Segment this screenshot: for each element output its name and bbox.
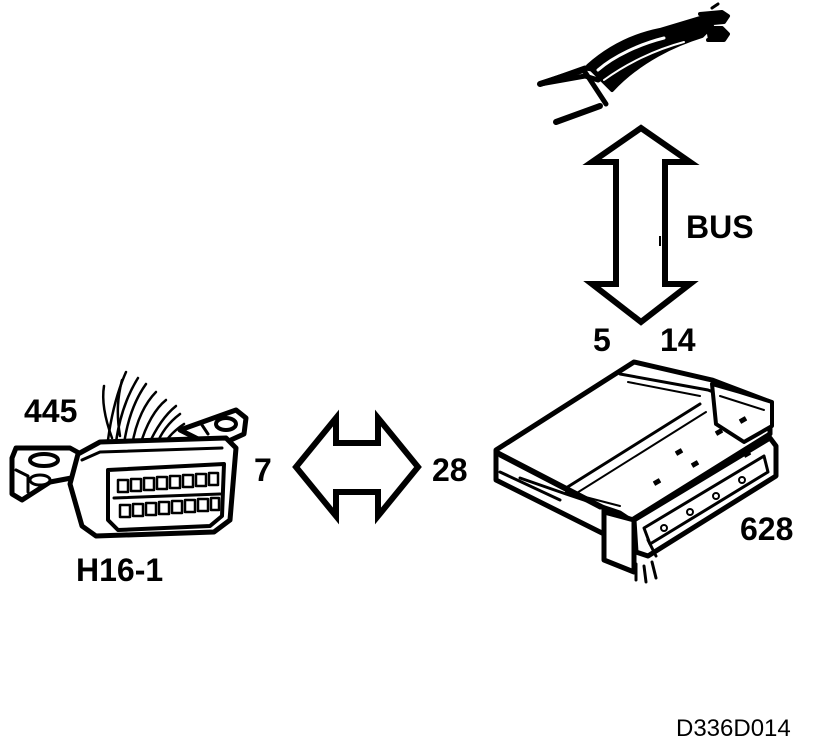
connector-label: H16-1 [76, 552, 163, 588]
pin-28-label: 28 [432, 452, 468, 488]
drawing-reference: D336D014 [676, 715, 791, 742]
pin-5-label: 5 [593, 322, 611, 358]
wire-445-label: 445 [24, 393, 77, 429]
pin-7-label: 7 [254, 452, 272, 488]
double-arrow-horizontal-icon [292, 409, 422, 525]
obd-connector-icon [9, 370, 249, 539]
bus-label: BUS [686, 209, 754, 245]
wire-harness-icon [537, 2, 730, 125]
control-module-icon [493, 359, 779, 584]
module-628-label: 628 [740, 511, 793, 547]
pin-14-label: 14 [660, 322, 696, 358]
double-arrow-vertical-icon [582, 124, 700, 326]
